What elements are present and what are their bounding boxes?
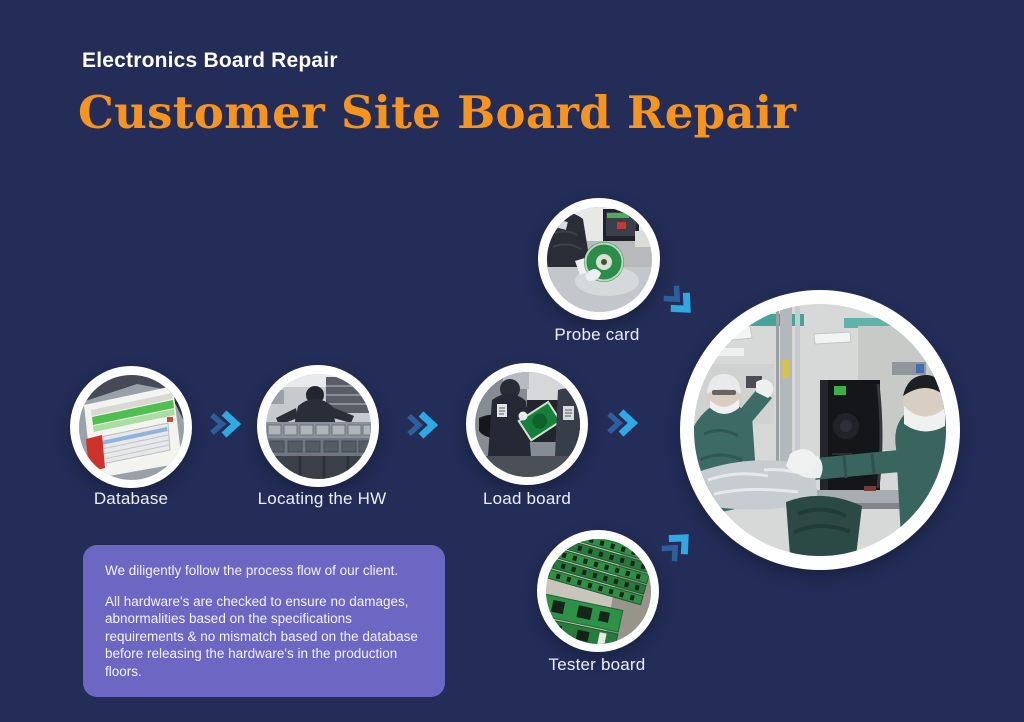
customer-site-photo [694, 304, 946, 556]
flow-arrow-1-icon [209, 410, 243, 438]
database-label: Database [93, 489, 169, 508]
eyebrow-title: Electronics Board Repair [82, 49, 338, 72]
note-paragraph-2: All hardware's are checked to ensure no … [105, 593, 418, 679]
locating-hw-circle [257, 365, 379, 487]
probe-card-label: Probe card [554, 325, 640, 344]
flow-arrow-4-icon [658, 280, 702, 324]
flow-node-probe-card [538, 198, 660, 320]
page-title: Customer Site Board Repair [78, 86, 797, 139]
probe-card-circle [538, 198, 660, 320]
flow-node-database [70, 366, 192, 488]
database-circle [70, 366, 192, 488]
flow-arrow-5-icon [656, 523, 700, 567]
tester-board-photo [545, 538, 651, 644]
flow-arrow-2-icon [406, 411, 440, 439]
locating-hw-label: Locating the HW [257, 489, 387, 508]
load-board-photo [474, 371, 580, 477]
customer-site-circle [680, 290, 960, 570]
flow-node-customer-site [680, 290, 960, 570]
locating-hw-photo [265, 373, 371, 479]
tester-board-label: Tester board [548, 655, 646, 674]
probe-card-photo [546, 206, 652, 312]
flow-node-locating-hw [257, 365, 379, 487]
load-board-label: Load board [482, 489, 572, 508]
process-note-box: We diligently follow the process flow of… [83, 545, 445, 698]
tester-board-circle [537, 530, 659, 652]
database-photo [78, 374, 184, 480]
note-paragraph-1: We diligently follow the process flow of… [105, 563, 399, 578]
flow-node-load-board [466, 363, 588, 485]
load-board-circle [466, 363, 588, 485]
flow-arrow-3-icon [606, 409, 640, 437]
flow-node-tester-board [537, 530, 659, 652]
